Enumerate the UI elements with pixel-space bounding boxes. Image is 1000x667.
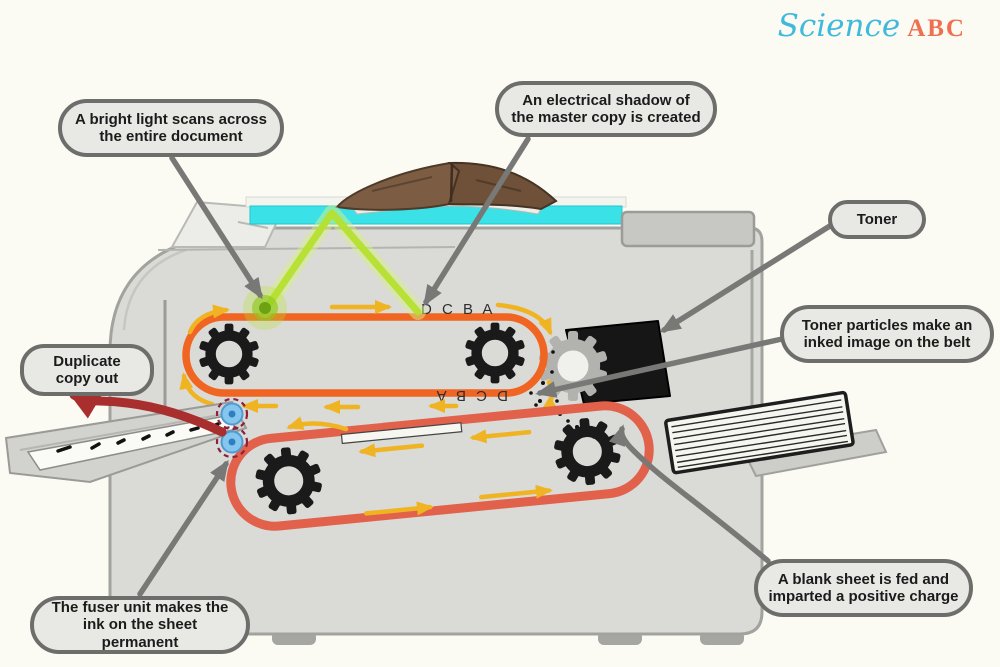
sheet-on-belt xyxy=(340,422,463,445)
callout-electrical-shadow: An electrical shadow of the master copy … xyxy=(495,81,717,137)
callout-duplicate-copy: Duplicate copy out xyxy=(20,344,154,396)
pointer-electrical-shadow xyxy=(423,136,531,307)
brand-abc: ABC xyxy=(907,15,966,42)
lid-flap-line xyxy=(237,221,269,229)
callout-bright-light: A bright light scans across the entire d… xyxy=(58,99,284,157)
copy-out-arrow xyxy=(67,390,227,437)
pointer-fuser xyxy=(137,459,229,597)
callout-fuser: The fuser unit makes the ink on the shee… xyxy=(30,596,250,654)
scan-glow xyxy=(243,286,287,330)
arrow-into-fuser xyxy=(286,416,349,432)
pointer-toner-particles xyxy=(535,336,785,398)
brand-science: Science xyxy=(777,8,901,44)
lower-belt-arrows xyxy=(358,429,553,516)
pointer-toner xyxy=(659,221,836,333)
scan-light-beam xyxy=(257,205,426,320)
upper-belt-arrows xyxy=(179,300,558,414)
body-left-curve xyxy=(122,248,187,331)
photoreceptor-belt xyxy=(182,313,548,397)
transfer-belt xyxy=(226,401,654,531)
callout-pointers xyxy=(137,136,836,597)
callout-toner-particles: Toner particles make an inked image on t… xyxy=(780,305,994,363)
blank-paper-stack xyxy=(664,390,855,475)
toner-gear-hub xyxy=(557,350,589,382)
callout-blank-sheet: A blank sheet is fed and imparted a posi… xyxy=(754,559,973,617)
scanner-glass xyxy=(249,205,623,225)
belt-label-bottom-flipped: D C B A xyxy=(434,387,508,404)
pointer-blank-sheet xyxy=(608,424,771,564)
master-copy-book xyxy=(335,161,558,215)
brand-logo: Science ABC xyxy=(778,8,966,44)
lid-handle-bar xyxy=(620,210,756,248)
pointer-bright-light xyxy=(169,155,263,300)
fuser-rollers xyxy=(215,397,249,459)
callout-toner: Toner xyxy=(828,200,926,239)
belt-label-top: D C B A xyxy=(421,301,495,318)
